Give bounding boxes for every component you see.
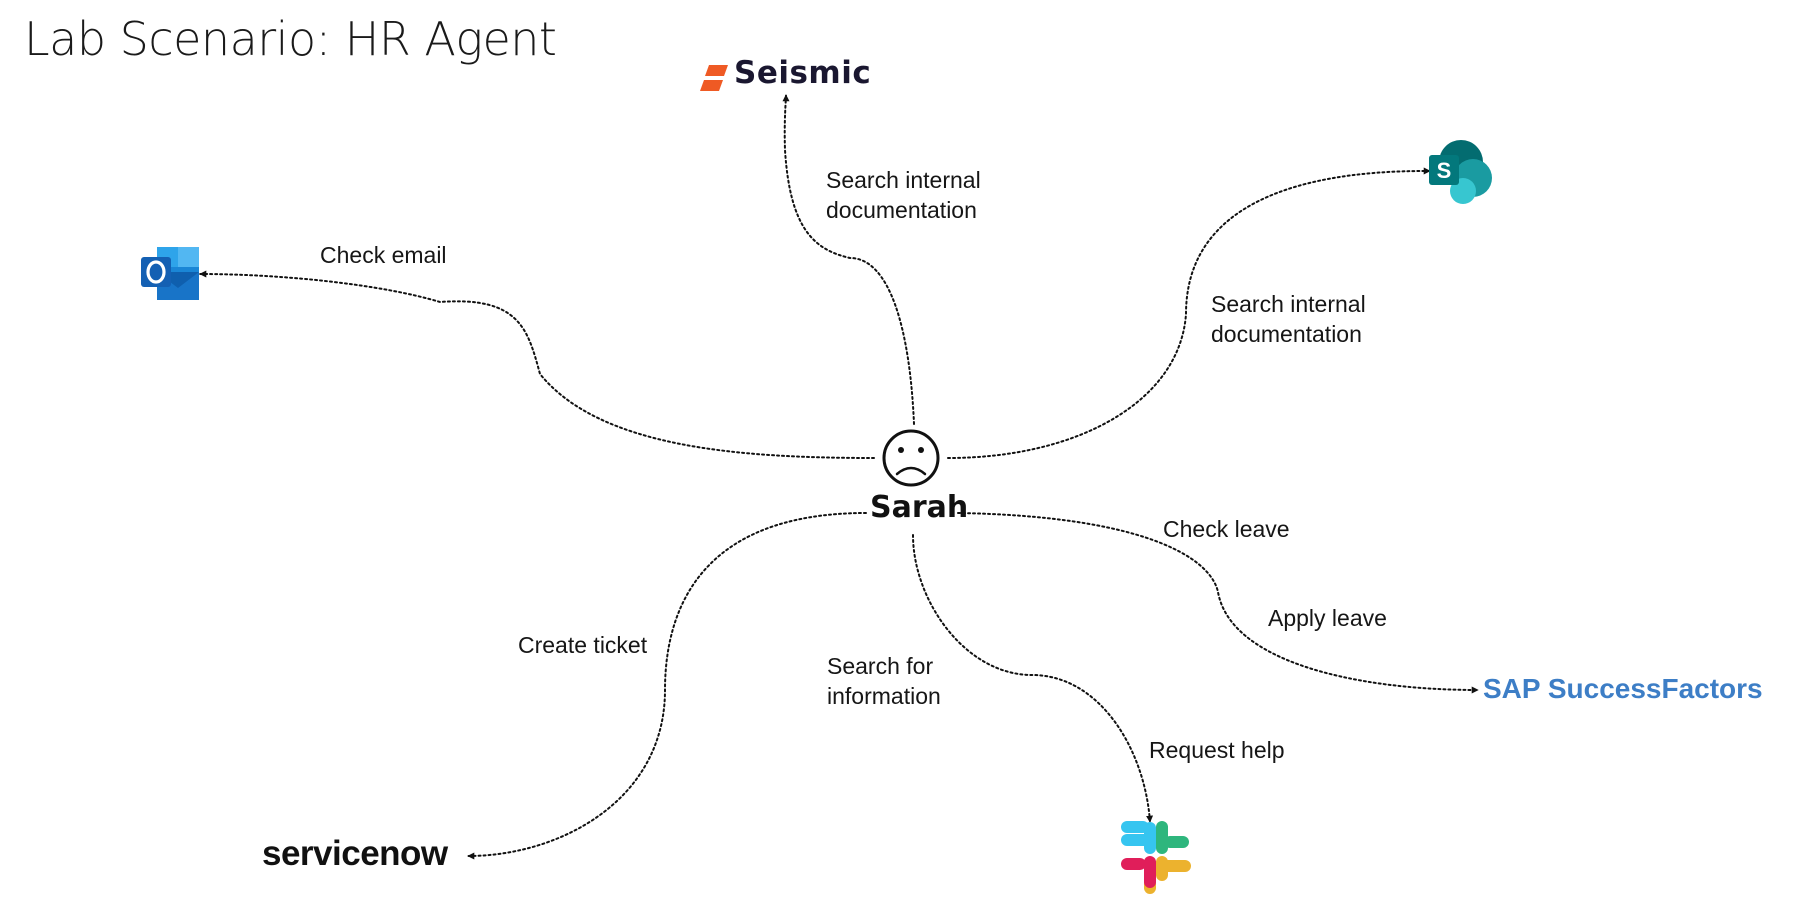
person-name: Sarah xyxy=(870,490,969,525)
sad-face-icon xyxy=(882,429,940,487)
label-search-information: Search for information xyxy=(827,653,941,709)
connector-to-sharepoint xyxy=(947,167,1431,459)
label-request-help: Request help xyxy=(1149,737,1285,763)
connector-to-slack xyxy=(912,534,1154,823)
connector-to-outlook xyxy=(199,270,875,459)
connector-to-servicenow xyxy=(467,512,867,860)
svg-text:S: S xyxy=(1437,158,1452,183)
label-create-ticket: Create ticket xyxy=(518,632,648,658)
label-search-docs-seismic: Search internal documentation xyxy=(826,167,981,223)
label-apply-leave: Apply leave xyxy=(1268,605,1387,631)
label-check-leave: Check leave xyxy=(1163,516,1290,542)
outlook-icon xyxy=(141,247,199,300)
sap-successfactors-wordmark: SAP SuccessFactors xyxy=(1483,673,1763,704)
servicenow-wordmark: servicenow xyxy=(262,834,448,873)
page-title: Lab Scenario: HR Agent xyxy=(24,12,557,66)
seismic-logo-icon xyxy=(700,65,728,91)
label-search-docs-sharepoint: Search internal documentation xyxy=(1211,291,1366,347)
sharepoint-icon: S xyxy=(1429,140,1492,204)
label-check-email: Check email xyxy=(320,242,447,268)
slack-icon xyxy=(1121,821,1191,894)
seismic-wordmark: Seismic xyxy=(734,55,872,91)
connector-to-successfactors xyxy=(957,512,1479,694)
connector-to-seismic xyxy=(782,94,915,425)
